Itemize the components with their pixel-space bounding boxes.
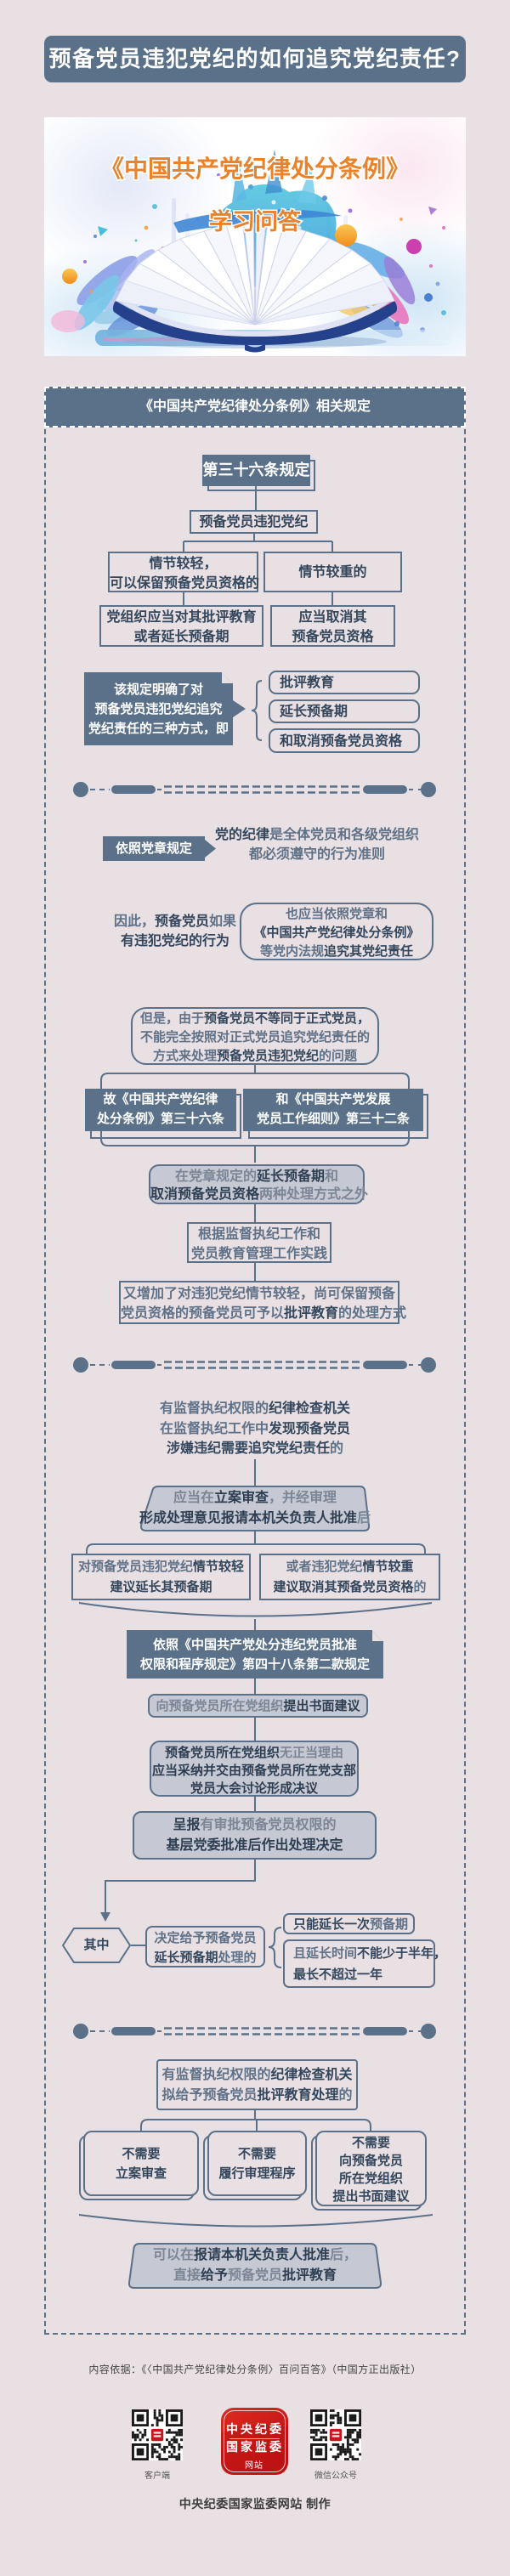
svg-text:国家监委: 国家监委 (226, 2440, 284, 2454)
svg-text:学习问答: 学习问答 (209, 208, 302, 235)
svg-text:中央纪委: 中央纪委 (226, 2422, 284, 2437)
svg-text:《中国共产党纪律处分条例》: 《中国共产党纪律处分条例》 (100, 156, 410, 182)
svg-text:网站: 网站 (245, 2460, 264, 2471)
